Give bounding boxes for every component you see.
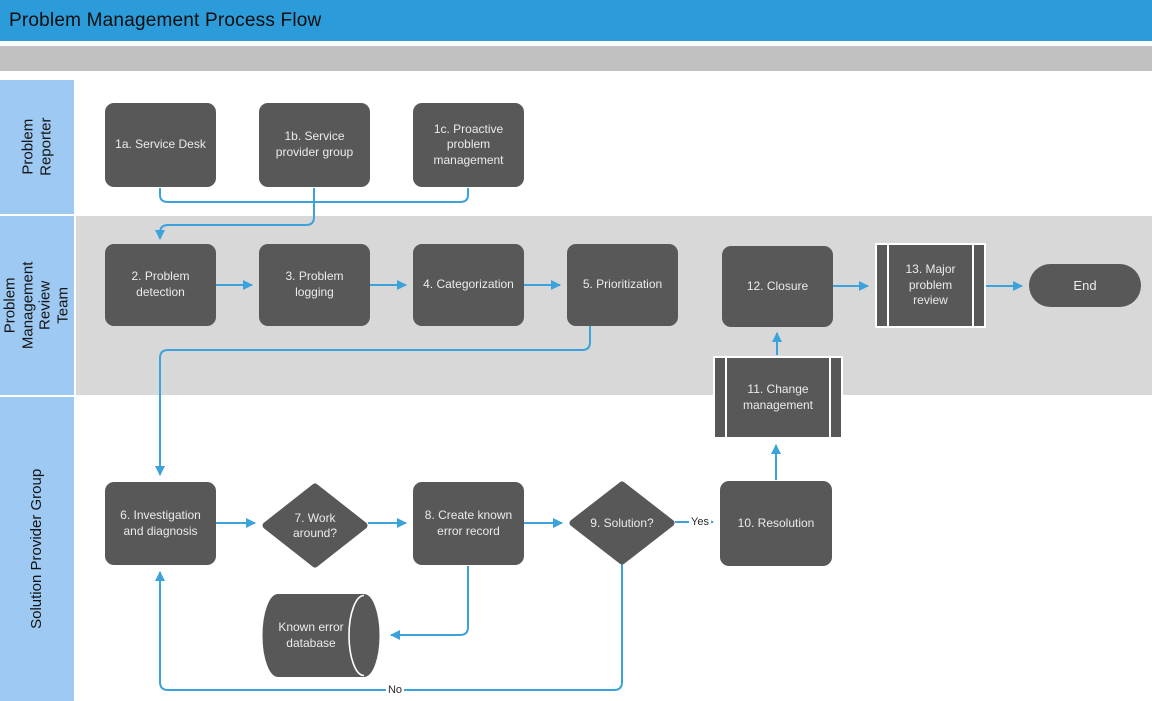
node-known-error-database: Known error database (262, 593, 380, 678)
node-label: 6. Investigation and diagnosis (120, 507, 201, 538)
node-label: 1b. Service provider group (275, 129, 354, 159)
node-1a-service-desk: 1a. Service Desk (105, 103, 216, 187)
node-label: End (1073, 278, 1097, 293)
node-7-work-around-decision: 7. Work around? (262, 483, 368, 568)
predefined-stripe-right (972, 245, 974, 326)
node-label: 7. Work around? (262, 483, 368, 568)
node-9-solution-decision: 9. Solution? (569, 481, 675, 565)
edge-label-yes: Yes (689, 516, 711, 528)
node-label: 1c. Proactive problem management (433, 121, 504, 167)
node-13-major-problem-review: 13. Major problem review (875, 243, 986, 328)
predefined-stripe-left (725, 358, 727, 437)
node-label: 3. Problem logging (285, 269, 344, 299)
database-cylinder-shape (262, 594, 380, 677)
swimlane-label-text: Solution Provider Group (28, 468, 46, 630)
node-label: 10. Resolution (737, 515, 815, 530)
diagram-title: Problem Management Process Flow (9, 9, 322, 31)
swimlane-label-problem-management-review-team: Problem Management Review Team (0, 216, 76, 395)
node-label: 5. Prioritization (582, 277, 663, 292)
node-label: 1a. Service Desk (115, 137, 206, 152)
header-band (0, 46, 1152, 71)
node-8-create-known-error-record: 8. Create known error record (413, 482, 524, 565)
node-label: 11. Change management (742, 381, 814, 412)
swimlane-label-problem-reporter: Problem Reporter (0, 80, 76, 214)
node-4-categorization: 4. Categorization (413, 244, 524, 326)
node-label: 4. Categorization (423, 277, 514, 292)
node-1b-service-provider-group: 1b. Service provider group (259, 103, 370, 187)
node-5-prioritization: 5. Prioritization (567, 244, 678, 326)
swimlane-solution-provider-group: Solution Provider Group (0, 397, 1152, 701)
node-label: 9. Solution? (590, 515, 654, 530)
swimlane-label-solution-provider-group: Solution Provider Group (0, 397, 76, 701)
node-label: 2. Problem detection (131, 269, 190, 299)
node-10-resolution: 10. Resolution (720, 481, 832, 566)
node-11-change-management: 11. Change management (713, 356, 843, 439)
node-end-terminator: End (1029, 264, 1141, 307)
node-6-investigation-and-diagnosis: 6. Investigation and diagnosis (105, 482, 216, 565)
predefined-stripe-left (887, 245, 889, 326)
swimlane-body-problem-reporter (78, 80, 1152, 214)
edge-label-no: No (385, 684, 405, 696)
node-label-text: 7. Work around? (292, 510, 338, 540)
swimlane-label-text: Problem Reporter (19, 117, 54, 177)
node-1c-proactive-problem-management: 1c. Proactive problem management (413, 103, 524, 187)
node-label: 8. Create known error record (424, 507, 513, 538)
swimlane-label-text: Problem Management Review Team (1, 261, 72, 350)
node-2-problem-detection: 2. Problem detection (105, 244, 216, 326)
swimlane-problem-reporter: Problem Reporter (0, 80, 1152, 214)
node-label: 12. Closure (746, 278, 809, 293)
node-12-closure: 12. Closure (722, 246, 833, 327)
diamond-shape (569, 481, 675, 565)
node-label: Known error database (278, 619, 344, 650)
predefined-stripe-right (829, 358, 831, 437)
diamond-shape (262, 483, 368, 568)
node-label: 13. Major problem review (905, 262, 956, 308)
diagram-title-bar: Problem Management Process Flow (0, 0, 1152, 41)
node-3-problem-logging: 3. Problem logging (259, 244, 370, 326)
